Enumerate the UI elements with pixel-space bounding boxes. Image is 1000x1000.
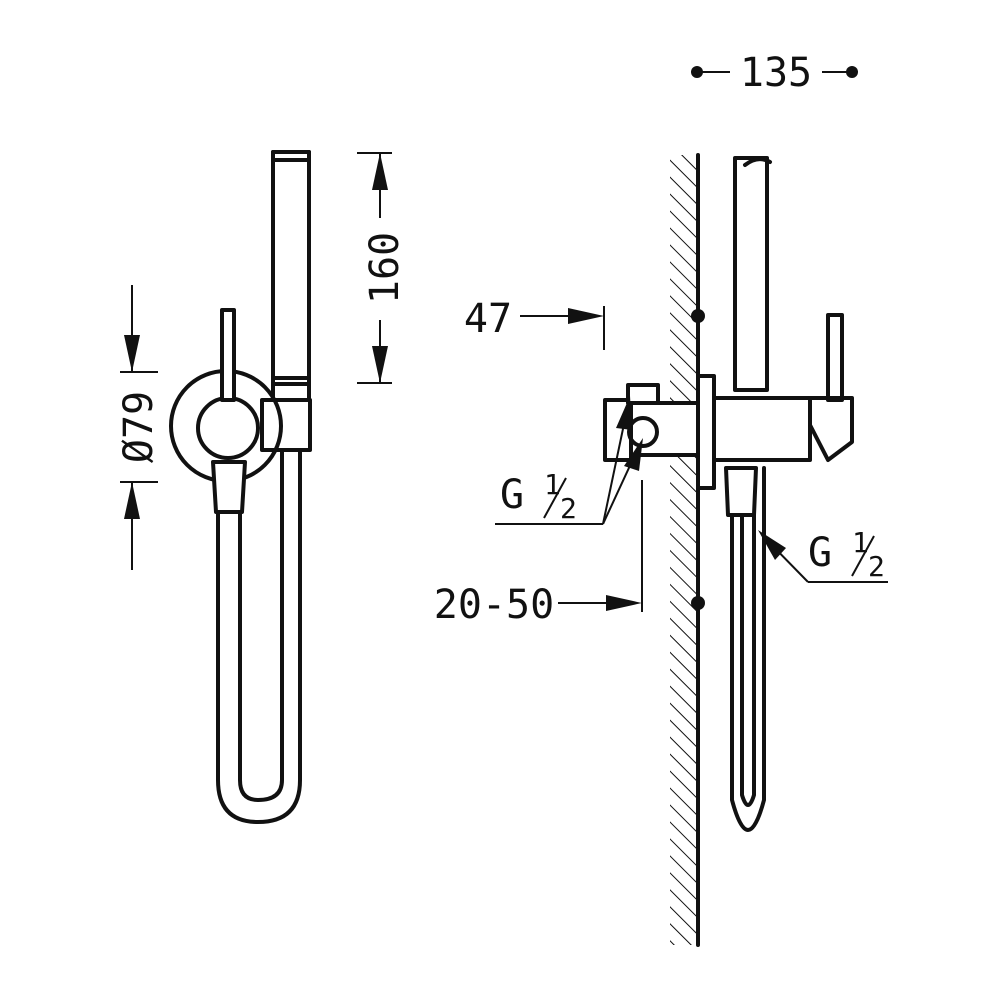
dim-160: 160 [357,152,408,384]
dim-diameter-label: Ø79 [116,391,162,463]
front-handshower [271,150,311,386]
inlet-thread-letter: G [500,472,524,518]
dim-135-label: 135 [740,50,812,96]
outlet-thread-letter: G [808,530,832,576]
side-wall-flange [696,374,716,490]
side-handshower-tip [743,157,772,167]
dim-47: 47 [464,296,605,350]
side-handshower [733,156,769,392]
front-hose-inner [238,450,284,802]
front-view [169,150,312,824]
side-inlet-port [627,416,659,448]
side-hose-inner [740,513,756,807]
side-valve-top [626,383,660,405]
inlet-thread-num: 1 [544,468,561,501]
front-hose [216,450,302,824]
side-holder-body [710,396,812,462]
side-lever [826,313,844,402]
dim-47-label: 47 [464,296,512,342]
thread-callout-inlet: G 1 2 [495,396,643,525]
front-hose-connector [211,460,247,514]
dim-20-50: 20-50 [434,480,643,628]
thread-callout-outlet: G 1 2 [758,526,888,583]
dim-diameter: Ø79 [116,285,162,570]
front-handshower-collar [271,376,311,402]
side-holder-handle [808,396,854,462]
front-holder [260,398,312,452]
outlet-thread-num: 1 [852,526,869,559]
dim-160-label: 160 [362,232,408,304]
wall-anchor-top [691,309,705,323]
wall-hatching [670,155,698,945]
dim-135: 135 [691,50,858,96]
side-hose-connector [724,466,758,517]
front-handshower-head [271,150,311,162]
front-valve-knob [196,396,260,460]
inlet-thread-slash [543,477,567,519]
outlet-thread-slash [851,535,875,577]
dim-20-50-label: 20-50 [434,582,554,628]
side-valve-body [623,401,700,457]
outlet-thread-den: 2 [868,550,885,583]
side-hose [730,466,766,832]
wall-anchor-bottom [691,596,705,610]
inlet-thread-den: 2 [560,492,577,525]
front-lever [220,308,236,402]
